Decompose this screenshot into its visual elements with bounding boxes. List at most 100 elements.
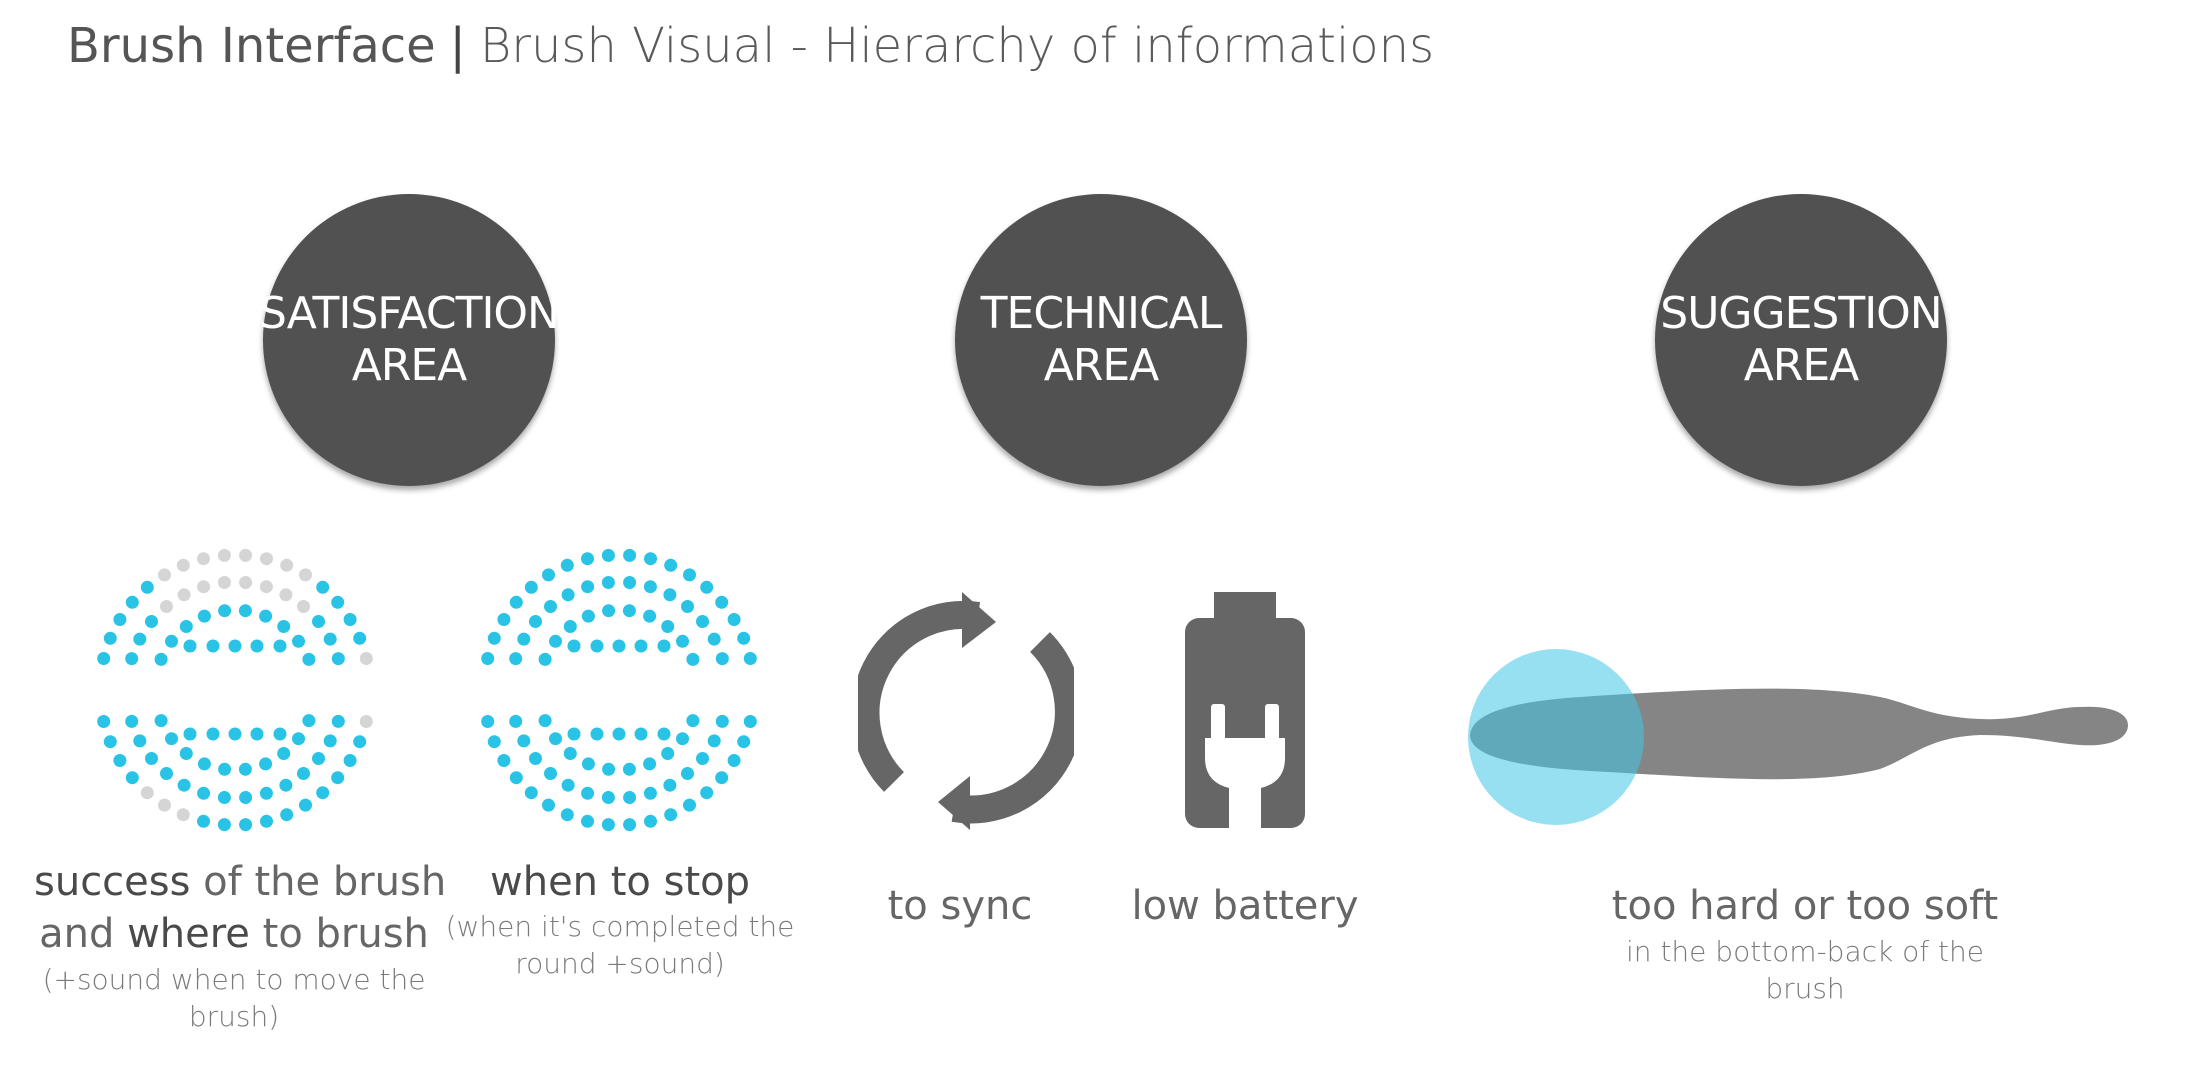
led-dot bbox=[217, 791, 231, 804]
led-dot bbox=[228, 727, 242, 741]
led-dot bbox=[497, 613, 511, 626]
led-dot bbox=[133, 734, 147, 748]
led-dot bbox=[103, 631, 117, 645]
led-dot bbox=[549, 634, 562, 648]
led-dot bbox=[700, 786, 714, 800]
led-dot bbox=[125, 595, 139, 609]
led-dot bbox=[260, 814, 273, 828]
led-dot bbox=[743, 715, 757, 728]
led-dot bbox=[353, 735, 367, 749]
led-dot bbox=[197, 814, 210, 828]
led-dot bbox=[622, 762, 636, 776]
led-dot bbox=[529, 615, 542, 628]
pressure-note-line2: brush bbox=[1765, 972, 1845, 1005]
led-dot bbox=[509, 595, 523, 609]
led-dot bbox=[727, 613, 741, 626]
led-dot bbox=[292, 634, 305, 648]
success-label-rest: of the brush bbox=[190, 859, 447, 905]
led-dot bbox=[316, 786, 330, 800]
led-dot bbox=[560, 558, 574, 572]
led-dot bbox=[524, 786, 538, 800]
led-dot bbox=[239, 791, 253, 804]
led-dot bbox=[590, 639, 604, 653]
led-dot bbox=[228, 639, 242, 653]
area-label-line2: AREA bbox=[1043, 340, 1160, 391]
led-dot bbox=[601, 818, 615, 832]
led-dot bbox=[661, 747, 675, 760]
led-dot bbox=[331, 714, 345, 728]
led-dot bbox=[567, 727, 581, 741]
led-dot bbox=[683, 568, 696, 582]
led-dot bbox=[113, 754, 127, 767]
led-dot bbox=[612, 727, 626, 741]
led-dot bbox=[561, 778, 575, 792]
led-dot bbox=[279, 778, 293, 792]
led-dot bbox=[125, 714, 139, 728]
led-dot bbox=[643, 609, 657, 623]
led-dot bbox=[707, 632, 721, 646]
led-dot bbox=[481, 715, 495, 728]
led-dot bbox=[165, 634, 178, 648]
success-note: (+sound when to move the brush) bbox=[34, 961, 434, 1035]
led-dot bbox=[538, 714, 552, 728]
led-dot bbox=[179, 620, 193, 633]
led-dot bbox=[657, 727, 671, 741]
led-dot bbox=[737, 735, 751, 749]
led-dot bbox=[238, 604, 252, 618]
led-dot bbox=[260, 552, 273, 566]
led-dot bbox=[544, 600, 557, 613]
led-dot bbox=[497, 754, 511, 767]
led-dot bbox=[273, 727, 287, 741]
success-label: success of the brush and where to brush bbox=[34, 856, 446, 960]
led-dot bbox=[602, 604, 616, 618]
led-dot bbox=[664, 558, 678, 572]
led-dot bbox=[259, 609, 273, 623]
led-dot bbox=[160, 767, 173, 780]
led-dot bbox=[581, 552, 594, 566]
led-dot bbox=[177, 588, 191, 602]
led-dot bbox=[696, 615, 709, 628]
led-dot bbox=[183, 639, 197, 653]
led-ring-partial-icon bbox=[97, 548, 373, 832]
where-label-pre: and bbox=[39, 911, 128, 957]
led-dot bbox=[299, 798, 312, 812]
led-dot bbox=[686, 652, 700, 666]
led-dot bbox=[644, 552, 657, 566]
led-dot bbox=[316, 580, 330, 594]
led-dot bbox=[239, 576, 253, 589]
led-dot bbox=[601, 791, 615, 804]
led-dot bbox=[280, 808, 294, 822]
led-dot bbox=[312, 752, 325, 765]
led-dot bbox=[737, 631, 751, 645]
led-dot bbox=[623, 818, 637, 832]
led-dot bbox=[581, 814, 594, 828]
led-dot bbox=[125, 771, 139, 785]
led-dot bbox=[542, 568, 555, 582]
led-dot bbox=[197, 757, 211, 771]
where-label-post: to brush bbox=[249, 911, 429, 957]
title-separator: | bbox=[449, 18, 466, 74]
stop-note-line1: (when it's completed the bbox=[445, 910, 795, 943]
led-dot bbox=[292, 732, 305, 746]
led-dot bbox=[343, 754, 357, 767]
led-dot bbox=[218, 604, 232, 618]
led-dot bbox=[277, 620, 291, 633]
led-dot bbox=[154, 652, 168, 666]
led-dot bbox=[259, 786, 273, 800]
led-dot bbox=[542, 798, 555, 812]
led-dot bbox=[277, 747, 291, 760]
led-dot bbox=[302, 652, 316, 666]
led-dot bbox=[561, 588, 575, 602]
led-dot bbox=[715, 771, 729, 785]
led-dot bbox=[643, 757, 657, 771]
led-dot bbox=[279, 588, 293, 602]
led-dot bbox=[623, 576, 637, 589]
led-dot bbox=[664, 808, 678, 822]
led-dot bbox=[700, 580, 714, 594]
suggestion-area-circle: SUGGESTION AREA bbox=[1655, 194, 1947, 486]
led-dot bbox=[197, 580, 211, 594]
led-dot bbox=[239, 548, 253, 562]
led-dot bbox=[560, 808, 574, 822]
led-dot bbox=[217, 818, 231, 832]
led-dot bbox=[140, 580, 154, 594]
